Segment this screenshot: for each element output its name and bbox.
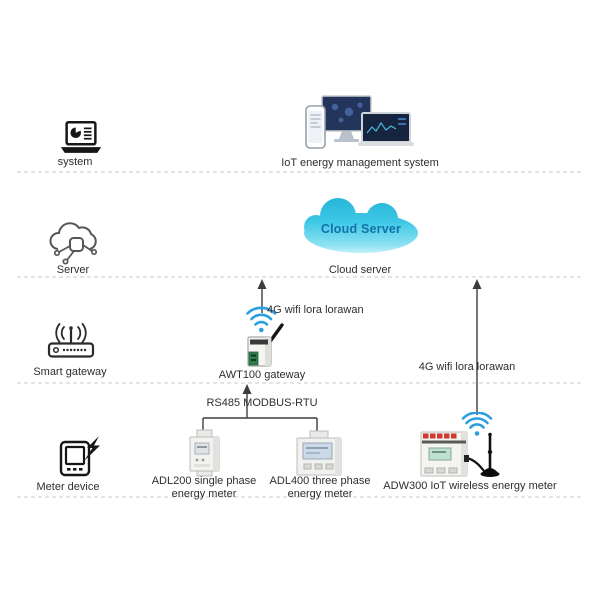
rs485-label: RS485 MODBUS-RTU: [206, 397, 318, 409]
row-label-smart-gateway: Smart gateway: [33, 366, 107, 378]
adl200-label: ADL200 single phase energy meter: [152, 475, 257, 500]
cloud-server-label: Cloud server: [328, 264, 392, 276]
adl400-label-line2: energy meter: [287, 487, 353, 500]
iot-system-devices-image: [305, 95, 414, 149]
gateway-uplink-label: 4G wifi lora lorawan: [267, 304, 364, 316]
adl400-meter-device: [296, 430, 342, 476]
iot-system-label: IoT energy management system: [281, 157, 439, 169]
adl200-meter-device: [189, 429, 220, 477]
adw300-uplink-label: 4G wifi lora lorawan: [418, 361, 516, 373]
cloud-network-icon: [49, 222, 98, 265]
cloud-server-text: Cloud Server: [320, 222, 402, 236]
adw300-label: ADW300 IoT wireless energy meter: [383, 480, 557, 492]
row-label-system: system: [57, 156, 93, 168]
adw300-meter-device: [420, 431, 500, 477]
adl200-label-line2: energy meter: [171, 487, 237, 500]
wifi-icon: [246, 306, 277, 326]
cloud-server-shape: [304, 198, 418, 253]
rs485-up-arrow: [242, 384, 252, 394]
adl200-label-line1: ADL200 single phase: [151, 475, 257, 487]
awt100-label: AWT100 gateway: [218, 369, 306, 381]
adl400-label: ADL400 three phase energy meter: [270, 475, 371, 500]
wifi-router-icon: [47, 323, 95, 358]
row-label-server: Server: [56, 264, 90, 276]
adw300-wifi-icon: [461, 412, 493, 436]
meter-lightning-icon: [59, 436, 100, 477]
adl400-label-line1: ADL400 three phase: [269, 475, 371, 487]
gateway-uplink-arrow: [257, 279, 267, 289]
awt100-gateway-device: [246, 306, 284, 367]
laptop-chart-icon: [60, 120, 102, 153]
row-label-meter-device: Meter device: [36, 481, 100, 493]
adw300-uplink-arrow: [472, 279, 482, 289]
